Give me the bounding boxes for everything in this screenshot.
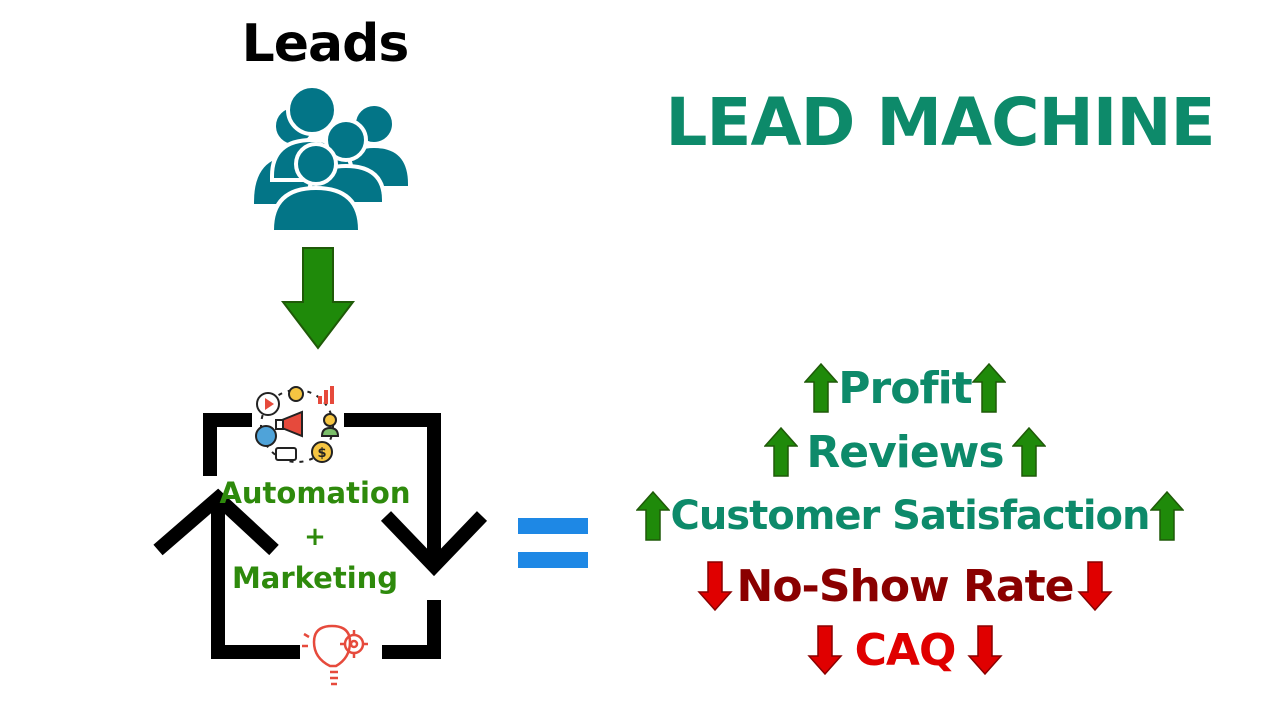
down-arrow-icon xyxy=(967,625,1004,676)
result-label: Profit xyxy=(838,362,972,414)
down-arrow-icon xyxy=(696,561,733,612)
equals-sign-icon xyxy=(518,518,588,568)
result-no-show-rate: No-Show Rate xyxy=(640,558,1170,614)
idea-gear-icon xyxy=(302,624,368,686)
svg-text:$: $ xyxy=(317,446,326,461)
automation-label: Automation xyxy=(219,476,411,510)
down-arrow-icon xyxy=(1077,561,1114,612)
leads-title: Leads xyxy=(241,14,410,74)
down-arrow-icon xyxy=(281,247,355,350)
up-arrow-icon xyxy=(636,490,671,541)
result-caq: CAQ xyxy=(640,622,1170,678)
plus-label: + xyxy=(304,522,326,552)
up-arrow-icon xyxy=(971,362,1006,413)
up-arrow-icon xyxy=(1011,426,1046,477)
result-label: Reviews xyxy=(806,426,1004,478)
people-group-icon xyxy=(250,84,411,232)
process-cycle-diagram xyxy=(153,413,488,659)
lead-machine-title: LEAD MACHINE xyxy=(665,84,1215,161)
result-label: CAQ xyxy=(854,624,957,676)
result-customer-satisfaction: Customer Satisfaction xyxy=(620,488,1200,544)
result-label: Customer Satisfaction xyxy=(670,493,1150,539)
down-arrow-icon xyxy=(806,625,843,676)
result-reviews: Reviews xyxy=(640,424,1170,480)
marketing-icons-cluster: $ xyxy=(255,386,340,463)
up-arrow-icon xyxy=(804,362,839,413)
result-profit: Profit xyxy=(640,360,1170,416)
marketing-label: Marketing xyxy=(231,561,399,595)
result-label: No-Show Rate xyxy=(736,560,1075,612)
up-arrow-icon xyxy=(1149,490,1184,541)
up-arrow-icon xyxy=(764,426,799,477)
